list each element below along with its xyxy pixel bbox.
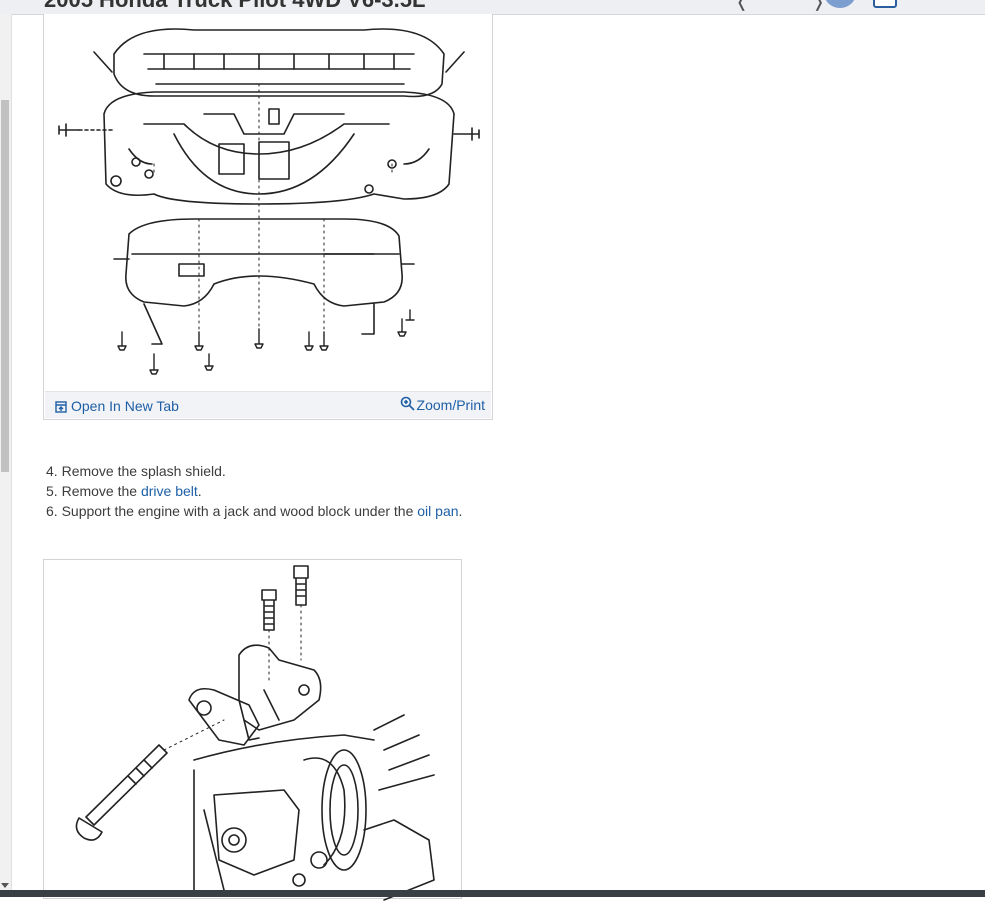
- step-item: 4. Remove the splash shield.: [46, 461, 462, 481]
- step-text: Support the engine with a jack and wood …: [61, 503, 418, 519]
- step-item: 5. Remove the drive belt.: [46, 481, 462, 501]
- back-icon[interactable]: ❬: [735, 0, 749, 11]
- step-text: Remove the: [61, 483, 141, 499]
- splash-shield-diagram: [58, 28, 480, 375]
- step-item: 6. Support the engine with a jack and wo…: [46, 501, 462, 521]
- engine-mount-diagram: [75, 565, 435, 901]
- top-header-bar: 2005 Honda Truck Pilot 4WD V6-3.5L ❬ ❭: [0, 0, 985, 15]
- step-text-end: .: [458, 503, 463, 519]
- open-in-new-tab-icon: [55, 400, 67, 416]
- window-bottom-edge: [0, 890, 985, 897]
- drive-belt-link[interactable]: drive belt: [140, 483, 198, 499]
- diagram-figure-splash-shield: Open In New Tab Zoom/Print: [43, 14, 493, 420]
- scroll-down-arrow-icon[interactable]: [1, 883, 9, 888]
- forward-icon[interactable]: ❭: [812, 0, 826, 11]
- zoom-print-link[interactable]: Zoom/Print: [400, 396, 485, 414]
- step-number: 4.: [46, 463, 58, 479]
- scrollbar-thumb[interactable]: [1, 100, 9, 472]
- step-number: 5.: [46, 483, 58, 499]
- figure-toolbar: Open In New Tab Zoom/Print: [45, 391, 491, 418]
- page-title: 2005 Honda Truck Pilot 4WD V6-3.5L: [44, 0, 425, 13]
- zoom-print-label: Zoom/Print: [416, 397, 485, 413]
- procedure-steps: 4. Remove the splash shield. 5. Remove t…: [46, 461, 462, 521]
- avatar[interactable]: [824, 0, 856, 8]
- diagram-figure-engine-mount: [43, 559, 462, 901]
- zoom-icon: [400, 396, 415, 414]
- notes-icon[interactable]: [873, 0, 897, 8]
- oil-pan-link[interactable]: oil pan: [417, 503, 459, 519]
- open-in-new-tab-link[interactable]: Open In New Tab: [55, 398, 179, 416]
- vertical-scrollbar[interactable]: [0, 14, 12, 890]
- step-text: Remove the splash shield.: [61, 463, 226, 479]
- step-text-end: .: [197, 483, 202, 499]
- step-number: 6.: [46, 503, 58, 519]
- open-in-new-tab-label: Open In New Tab: [71, 398, 179, 414]
